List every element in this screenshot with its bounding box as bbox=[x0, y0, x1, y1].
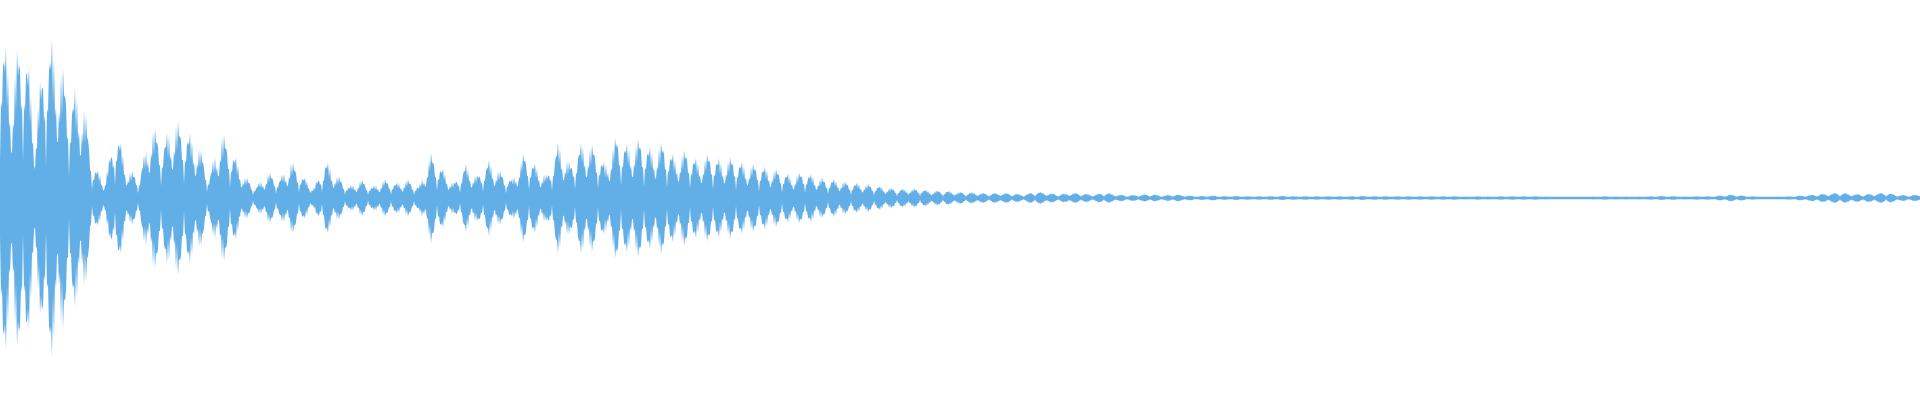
waveform-shape bbox=[0, 39, 1920, 357]
